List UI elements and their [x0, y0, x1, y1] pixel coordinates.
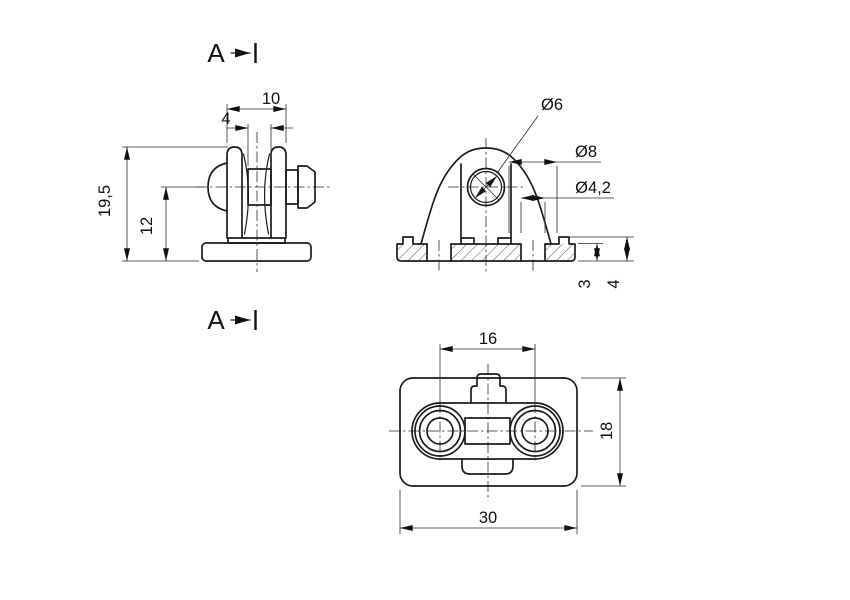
leader-line	[496, 115, 539, 174]
dia-arrow-line	[474, 175, 498, 199]
hatch-region	[545, 244, 575, 261]
dim-counterbore-dia: Ø8	[508, 143, 601, 233]
top-chamfer-left	[418, 409, 462, 453]
side-base-plate	[201, 242, 312, 262]
pin-hole-inner-circle	[469, 170, 503, 204]
section-view: Ø6 Ø8 Ø4,2 3 4	[396, 96, 634, 289]
side-pin-hub	[247, 168, 272, 206]
section-leg-foot-left	[460, 237, 475, 245]
dim-hole-dia: Ø4,2	[520, 179, 614, 233]
dim-label-hole-dia: Ø4,2	[575, 179, 611, 197]
section-marker-top-label: A	[207, 38, 225, 68]
dim-pin-center-height: 12	[138, 186, 204, 262]
side-view: 10 4 19,5 12	[96, 90, 331, 272]
hatch-region	[397, 244, 427, 261]
section-marker-top: A	[207, 38, 257, 68]
side-fork-plate-right	[270, 146, 287, 239]
dim-label-pin-center-height: 12	[138, 217, 156, 235]
section-marker-bottom: A	[207, 305, 257, 335]
dim-base-total-height: 4	[570, 236, 634, 289]
dim-label-outer-width: 10	[262, 90, 280, 108]
hatch-region	[451, 244, 521, 261]
top-pin-head-bump	[461, 458, 514, 475]
dim-pin-hole-dia: Ø6	[474, 96, 563, 199]
section-base-outline	[396, 236, 576, 262]
dim-label-depth: 18	[598, 422, 616, 440]
top-counterbore-right	[509, 405, 561, 457]
top-view: 16 18 30	[389, 330, 626, 534]
top-boss-stadium	[411, 402, 564, 460]
dim-outer-width: 10	[226, 90, 287, 143]
top-pin-cap-tab	[470, 373, 507, 404]
dim-label-counterbore-dia: Ø8	[575, 143, 597, 161]
top-counterbore-left	[414, 405, 466, 457]
side-fork-plate-left	[226, 146, 243, 239]
section-marker-bottom-label: A	[207, 305, 225, 335]
side-pin-head	[207, 162, 228, 212]
top-chamfer-right	[513, 409, 557, 453]
dim-label-base-total-height: 4	[605, 279, 623, 288]
dim-hub-width: 4	[221, 110, 293, 166]
dim-hole-spacing: 16	[439, 330, 536, 404]
top-hole-left	[426, 417, 454, 445]
dim-total-height: 19,5	[96, 146, 228, 262]
section-leg-foot-right	[497, 237, 512, 245]
dim-label-total-height: 19,5	[96, 185, 114, 217]
dim-label-hub-width: 4	[221, 110, 230, 128]
dim-label-pin-hole-dia: Ø6	[541, 96, 563, 114]
dim-depth: 18	[581, 377, 626, 487]
section-bell-outline	[420, 147, 552, 245]
dim-label-width: 30	[479, 509, 497, 527]
top-base-outline	[399, 377, 578, 487]
side-pin-knob	[297, 165, 316, 209]
side-inner-arc-right	[263, 153, 271, 235]
dim-label-hole-spacing: 16	[479, 330, 497, 348]
dim-width: 30	[399, 490, 578, 534]
dim-label-base-plate-thickness: 3	[576, 279, 594, 288]
top-hole-right	[521, 417, 549, 445]
side-base-pad	[227, 237, 286, 244]
pin-hole-outer-circle	[466, 167, 506, 207]
